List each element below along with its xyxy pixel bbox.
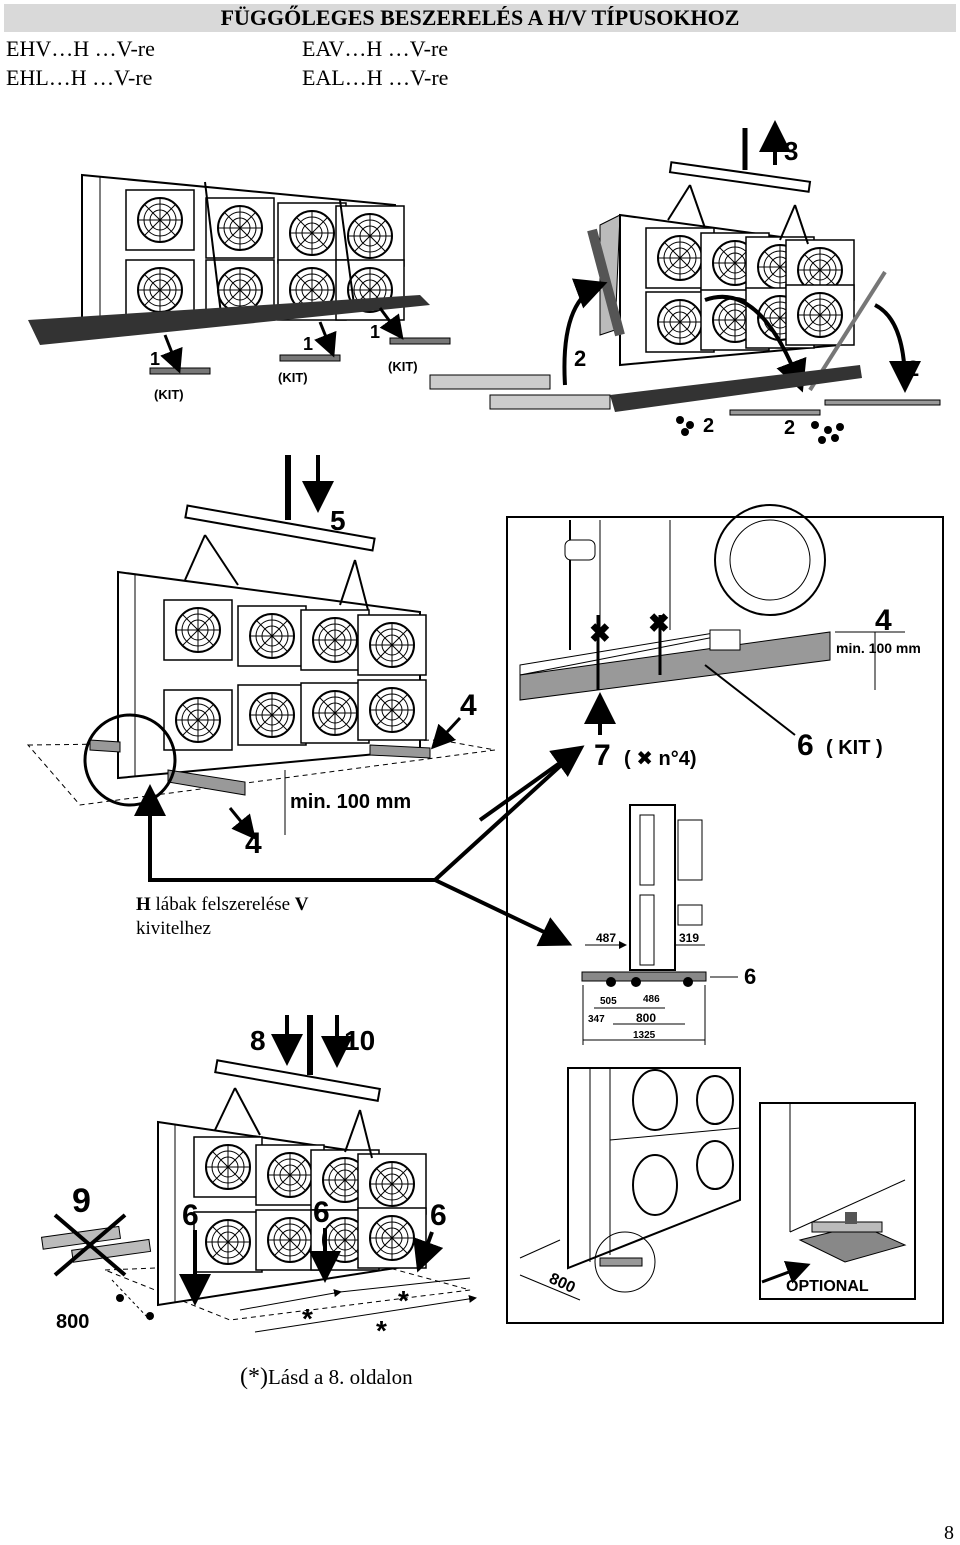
step-1: 1 [303,334,313,354]
step-2: 2 [703,415,714,437]
dim-319: 319 [679,931,699,945]
step-7: 7 [594,739,611,772]
min-clearance: min. 100 mm [290,791,411,813]
dim-800: 800 [636,1011,656,1025]
title-bar [4,4,956,32]
min-clearance: min. 100 mm [836,640,921,656]
dim-505: 505 [600,996,617,1007]
footnote-star: * [398,1285,409,1316]
detail-foot-closeup: ✖ ✖ [519,504,905,736]
step-6: 6 [182,1199,199,1232]
page-title: FÜGGŐLEGES BESZERELÉS A H/V TÍPUSOKHOZ [220,5,740,30]
step-1: 1 [150,349,160,369]
step-2: 2 [907,356,919,381]
detail-side-view [581,804,738,1045]
model-label: EAV…H …V-re [302,36,449,61]
kit-label: (KIT) [154,387,184,402]
step-7-note: ( ✖ n°4) [624,748,697,770]
figure1-unit-right [429,120,941,444]
model-label: EHL…H …V-re [6,65,153,90]
caption-text: lábak felszerelése [150,894,295,915]
dim-1325: 1325 [633,1030,656,1041]
step-4: 4 [460,689,477,722]
model-label: EHV…H …V-re [6,36,155,61]
step-4: 4 [875,604,892,637]
kit-label: (KIT) [388,359,418,374]
svg-text:✖: ✖ [589,619,611,648]
step-8: 8 [250,1025,266,1056]
model-label: EAL…H …V-re [302,65,449,90]
footnote-mark: (*) [240,1364,268,1390]
svg-text:✖: ✖ [648,609,670,638]
dim-347: 347 [588,1014,605,1025]
step-10: 10 [344,1025,375,1056]
step-5: 5 [330,505,346,536]
page-number: 8 [944,1522,954,1544]
footnote-star: * [302,1303,313,1334]
caption-bold: V [294,894,309,915]
kit-label: ( KIT ) [826,737,883,759]
step-6: 6 [744,964,756,989]
step-3: 3 [784,136,798,166]
footnote-text: Lásd a 8. oldalon [267,1365,413,1389]
figure2-unit [26,455,585,947]
dim-487: 487 [596,931,616,945]
step-2: 2 [574,346,586,371]
caption-text: kivitelhez [136,918,211,939]
figure3-unit [40,1015,477,1333]
step-4: 4 [245,827,262,860]
step-6: 6 [430,1199,447,1232]
figure3-foot-view [519,1067,916,1301]
figure-caption: H lábak felszerelése V kivitelhez [136,893,309,941]
step-1: 1 [370,322,380,342]
caption-bold: H [136,894,151,915]
step-9: 9 [72,1182,91,1220]
figure1-unit-left [28,173,451,375]
step-6: 6 [797,729,814,762]
step-6: 6 [313,1196,330,1229]
step-2: 2 [784,417,795,439]
footnote: (*)Lásd a 8. oldalon [240,1364,413,1391]
footnote-star: * [376,1315,387,1346]
dim-486: 486 [643,994,660,1005]
kit-label: (KIT) [278,370,308,385]
detail-frame [506,516,944,1324]
dim-800: 800 [546,1270,577,1297]
optional-label: OPTIONAL [786,1278,869,1295]
dim-800: 800 [56,1311,89,1333]
